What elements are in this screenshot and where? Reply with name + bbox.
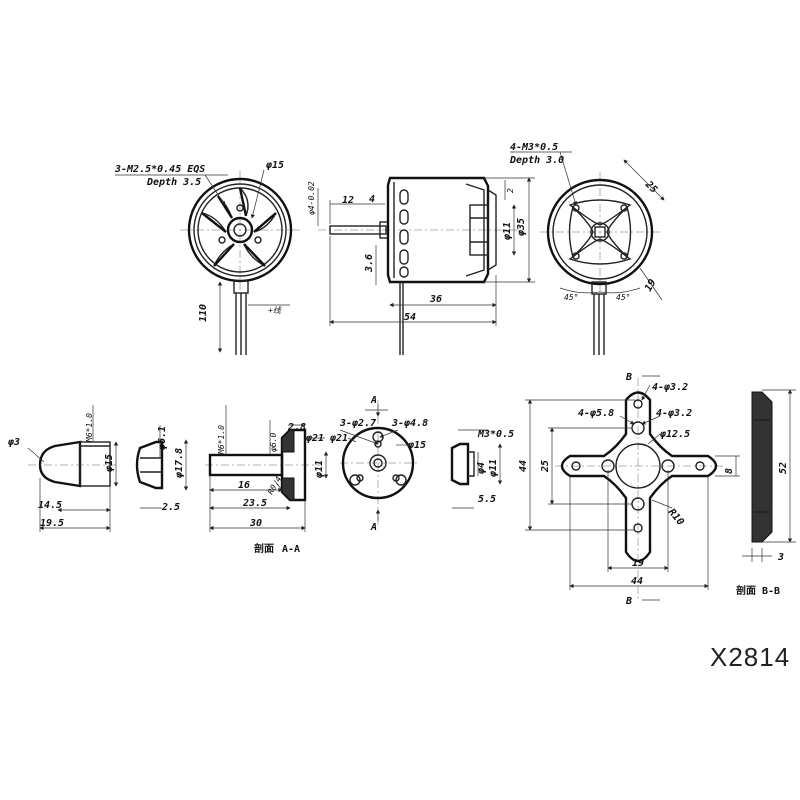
side-dim-36: 36: [429, 294, 442, 305]
model-number: X2814: [710, 642, 791, 672]
side-dim-54: 54: [404, 312, 416, 323]
section-bb-label: B-B: [762, 586, 780, 597]
hub-label-a-top: A: [370, 395, 377, 406]
spinner-part: φ3 M6*1.0 φ15 14.5 19.5: [7, 405, 119, 532]
hub-holes-b: 3-φ4.8: [391, 418, 428, 429]
motor-front-view: 110 +线 3-M2.5*0.45 EQS Depth 3.5 φ15: [114, 160, 300, 355]
wire-note: +线: [268, 306, 282, 315]
bb-dim-52: 52: [778, 462, 789, 474]
hub-front-part: A A 3-φ2.7 3-φ4.8 φ21 φ15: [329, 395, 428, 533]
mount-dim-19: 19: [632, 558, 644, 569]
cross-mount-part: B 4-φ3.2 4-φ5.8 4-φ3.2 φ12.5 44 25 8 R10…: [518, 372, 740, 607]
adapter-dia11: φ11: [314, 460, 325, 479]
adapter-dia21: φ21: [305, 433, 324, 444]
front-hole-spec: 3-M2.5*0.45 EQS: [114, 164, 205, 175]
washer-dia17-8: φ17.8: [174, 448, 185, 479]
mount-holes-32a: 4-φ3.2: [652, 382, 688, 393]
adapter-dim-16: 16: [238, 480, 250, 491]
rear-angle-45b: 45°: [616, 293, 630, 302]
mount-holes-32b: 4-φ3.2: [656, 408, 692, 419]
nut-part: M3*0.5 φ4 φ11 5.5: [450, 429, 514, 509]
spinner-dim-14-5: 14.5: [38, 500, 62, 511]
front-hole-depth: Depth 3.5: [146, 177, 201, 188]
hub-label-a-bottom: A: [370, 522, 377, 533]
mount-label-b-top: B: [625, 372, 632, 383]
side-dim-35: φ35: [516, 218, 527, 237]
bb-dim-3: 3: [777, 552, 784, 563]
mount-dim-44v: 44: [518, 460, 529, 472]
motor-side-view: 12 4 φ4-0.02 3.6 36 54 φ35 φ11 2: [307, 176, 535, 355]
rear-hole-depth: Depth 3.0: [509, 155, 564, 166]
mount-dim-25: 25: [540, 460, 551, 473]
side-dim-3-6: 3.6: [364, 254, 375, 273]
rear-angle-45a: 45°: [564, 293, 578, 302]
rear-dim-19: 19: [643, 278, 659, 294]
spinner-thread: M6*1.0: [85, 413, 94, 443]
section-aa-prefix: 剖面: [254, 542, 274, 555]
spinner-dia3: φ3: [7, 437, 20, 448]
mount-holes-58: 4-φ5.8: [578, 408, 614, 419]
front-spokes: [201, 187, 277, 267]
wire-length-label: 110: [198, 304, 209, 322]
nut-dia11: φ11: [488, 459, 499, 478]
spinner-dia15: φ15: [104, 454, 115, 473]
mount-section-bb: 52 3 剖面 B-B: [736, 389, 796, 597]
hub-holes-a: 3-φ2.7: [339, 418, 376, 429]
mount-r10: R10: [666, 507, 686, 528]
front-dia-label: φ15: [265, 160, 284, 171]
section-aa-label: A-A: [282, 544, 300, 555]
motor-rear-view: 4-M3*0.5 Depth 3.0 25 45° 45° 19: [509, 142, 665, 355]
washer-dim-2-5: 2.5: [161, 502, 180, 513]
mount-label-b-bottom: B: [625, 596, 632, 607]
section-bb-prefix: 剖面: [736, 584, 756, 597]
side-dim-11: φ11: [502, 222, 513, 241]
side-dim-2: 2: [506, 188, 515, 193]
rear-hole-spec: 4-M3*0.5: [510, 142, 558, 153]
spinner-dim-19-5: 19.5: [40, 518, 64, 529]
mount-dim-8: 8: [724, 468, 735, 474]
mount-dia12-5: φ12.5: [659, 429, 690, 440]
adapter-dim-30: 30: [249, 518, 262, 529]
prop-adapter-part: M6*1.0 φ6.0 2.8 φ21 φ11 R0.4 16 23.5 30 …: [205, 405, 329, 555]
adapter-dim-23-5: 23.5: [242, 498, 267, 509]
mount-dim-44h: 44: [631, 576, 643, 587]
shaft-dia-label: φ4-0.02: [307, 181, 316, 215]
adapter-dim-2-8: 2.8: [287, 422, 306, 433]
adapter-thread: M6*1.0: [217, 425, 226, 455]
washer-dia6-1: φ6.1: [157, 426, 168, 451]
side-dim-12: 12: [342, 195, 354, 206]
washer-part: φ6.1 φ17.8 2.5: [135, 425, 189, 513]
nut-thread: M3*0.5: [477, 429, 514, 440]
nut-dia4: φ4: [476, 462, 487, 475]
bell-slots: [399, 189, 409, 278]
side-dim-4: 4: [369, 194, 375, 205]
nut-dim-5-5: 5.5: [478, 494, 496, 505]
hub-dia15: φ15: [407, 440, 426, 451]
adapter-dia6: φ6.0: [269, 433, 278, 452]
hub-dia21: φ21: [329, 433, 348, 444]
